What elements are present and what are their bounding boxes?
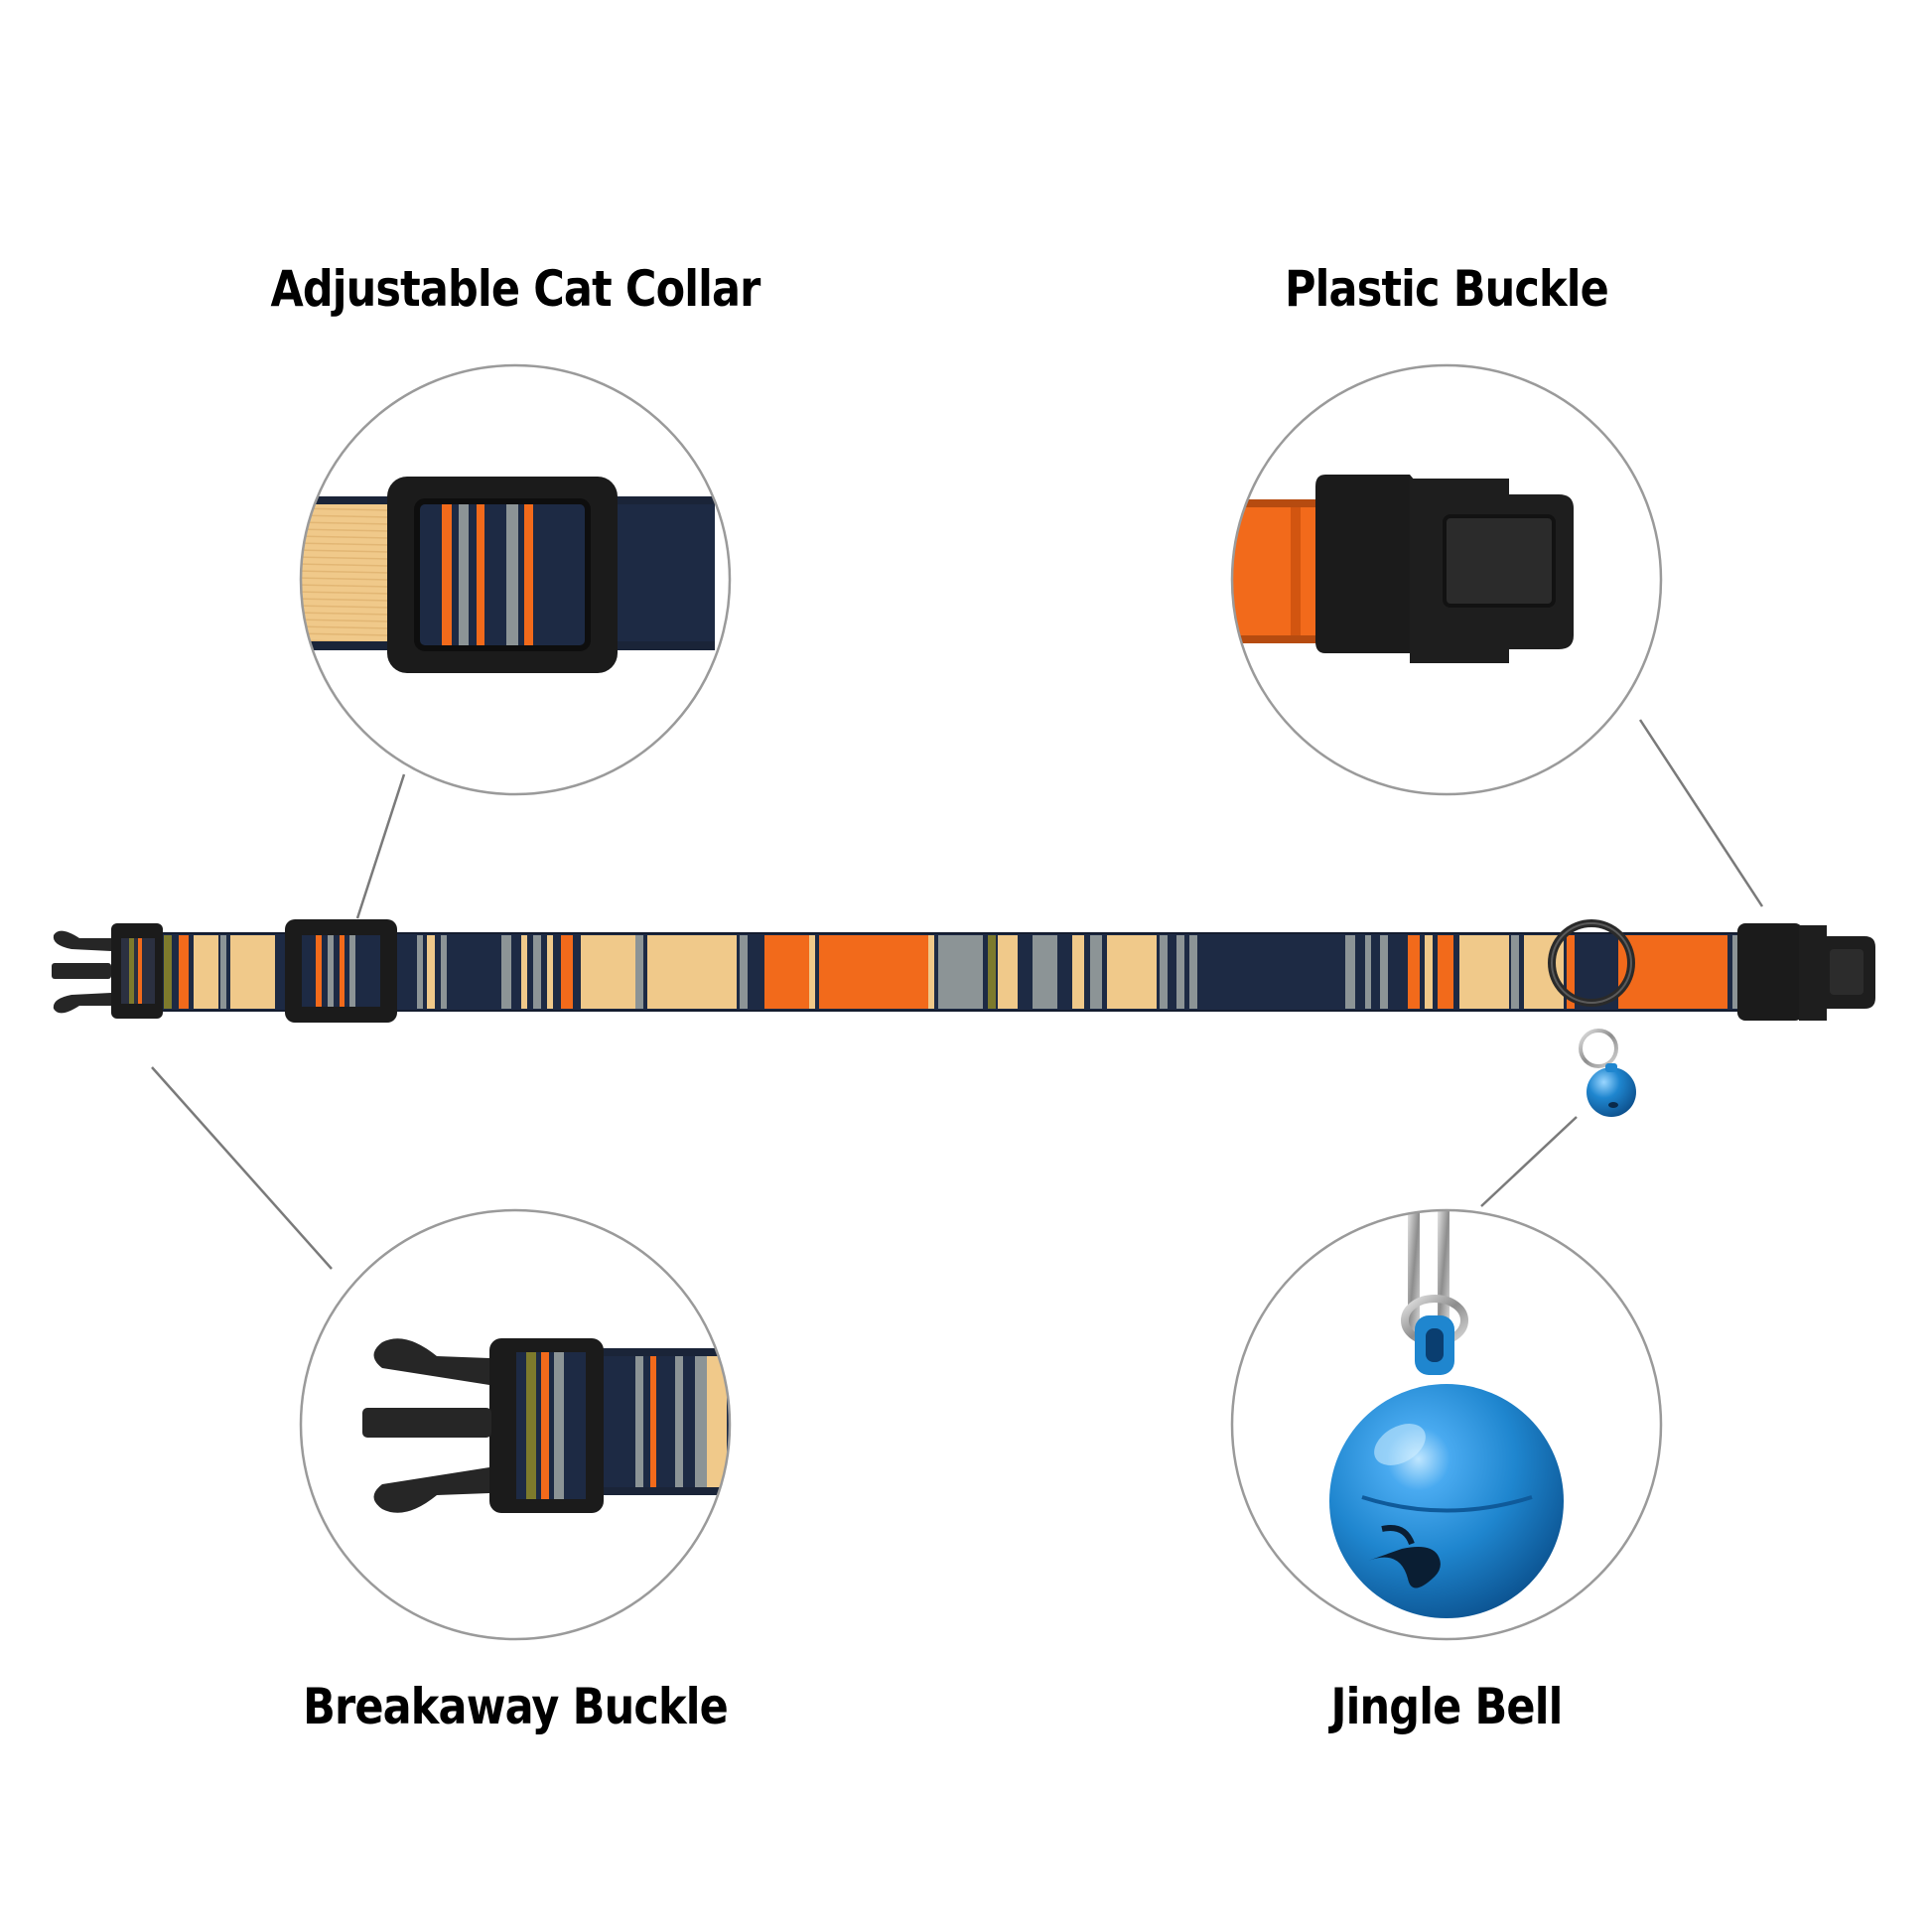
strap-stripe (561, 935, 573, 1009)
weave-line (301, 549, 390, 553)
zoom-circle-breakaway-buckle (299, 1208, 732, 1641)
strap-stripe (194, 935, 218, 1009)
strap-stripe (230, 935, 275, 1009)
strap-stripe (819, 935, 928, 1009)
strap-stripe (1380, 935, 1388, 1009)
weave-line (301, 632, 390, 636)
label-plastic-buckle: Plastic Buckle (1285, 260, 1609, 318)
weave-line (301, 605, 390, 609)
weave-line (301, 577, 390, 581)
strap-stripe (1107, 935, 1157, 1009)
strap-stripe (164, 935, 172, 1009)
weave-line (301, 535, 390, 539)
strap-stripe (998, 935, 1018, 1009)
weave-line (301, 612, 390, 616)
strap-stripe (1033, 935, 1057, 1009)
strap-stripe (427, 935, 435, 1009)
weave-line (301, 528, 390, 532)
strap-stripe (417, 935, 423, 1009)
label-adjustable-cat-collar: Adjustable Cat Collar (270, 260, 760, 318)
strap-stripe (441, 935, 447, 1009)
weave-line (301, 521, 390, 525)
weave-line (301, 584, 390, 588)
weave-line (301, 570, 390, 574)
label-breakaway-buckle: Breakaway Buckle (303, 1678, 729, 1735)
weave-line (301, 563, 390, 567)
strap-stripe (1090, 935, 1102, 1009)
strap-stripe (1732, 935, 1740, 1009)
strap-stripe (928, 935, 934, 1009)
strap-stripe (1618, 935, 1727, 1009)
weave-line (301, 619, 390, 622)
weave-line (301, 556, 390, 560)
weave-line (301, 514, 390, 518)
strap-stripe (647, 935, 737, 1009)
strap-stripe (809, 935, 815, 1009)
strap-stripe (533, 935, 541, 1009)
zoom-circle-jingle-bell (1230, 1208, 1663, 1641)
strap-stripe (1438, 935, 1453, 1009)
strap-stripe (1459, 935, 1509, 1009)
strap-stripe (179, 935, 189, 1009)
strap-stripe (1511, 935, 1519, 1009)
strap-stripe (764, 935, 809, 1009)
strap-stripe (1567, 935, 1575, 1009)
breakaway-buckle-small (52, 923, 163, 1019)
strap-stripe (938, 935, 983, 1009)
strap-stripe (988, 935, 996, 1009)
weave-line (301, 625, 390, 629)
strap-stripe (1345, 935, 1355, 1009)
strap-stripe (1072, 935, 1084, 1009)
jingle-bell-large (1329, 1384, 1564, 1618)
strap-stripe (740, 935, 748, 1009)
weave-line (301, 598, 390, 602)
adjuster-slider-small (285, 919, 397, 1023)
strap-stripe (521, 935, 527, 1009)
strap-stripe (1365, 935, 1371, 1009)
strap-stripe (547, 935, 553, 1009)
strap-stripe (1425, 935, 1433, 1009)
strap-stripe (1189, 935, 1197, 1009)
zoom-circle-adjuster (299, 363, 732, 796)
small-jingle-bell (1579, 1029, 1636, 1117)
strap-stripe (581, 935, 635, 1009)
strap-stripe (1160, 935, 1168, 1009)
leader-line-breakaway-buckle (151, 1066, 333, 1270)
strap-stripe (501, 935, 511, 1009)
leader-line-jingle-bell (1480, 1116, 1578, 1207)
weave-line (301, 542, 390, 546)
strap-stripe (1176, 935, 1184, 1009)
weave-line (301, 591, 390, 595)
leader-line-adjuster (355, 773, 406, 919)
plastic-buckle-small (1737, 923, 1875, 1021)
d-ring (1548, 919, 1635, 1007)
label-jingle-bell: Jingle Bell (1330, 1678, 1564, 1735)
leader-line-plastic-buckle (1638, 719, 1764, 907)
strap-stripe (220, 935, 226, 1009)
zoom-circle-plastic-buckle (1230, 363, 1663, 796)
strap-stripe (635, 935, 643, 1009)
strap-stripe (1408, 935, 1420, 1009)
